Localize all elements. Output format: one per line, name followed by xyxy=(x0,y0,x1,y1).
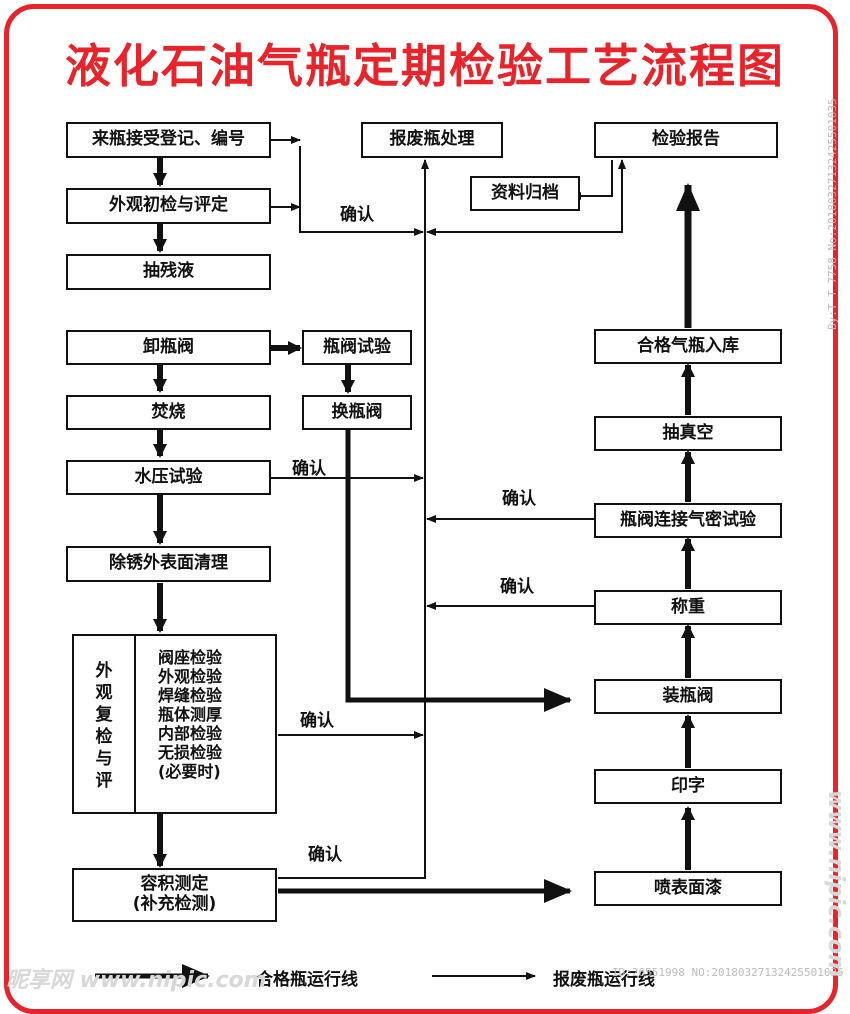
recheck-item: 内部检验 xyxy=(158,724,223,743)
box-storage: 合格气瓶入库 xyxy=(594,329,782,364)
box-paint: 喷表面漆 xyxy=(594,871,782,906)
confirm-line-top xyxy=(299,146,424,236)
box-report: 检验报告 xyxy=(594,122,778,158)
recheck-item: (必要时) xyxy=(158,762,221,781)
recheck-item: 无损检验 xyxy=(158,743,223,762)
page-title: 液化石油气瓶定期检验工艺流程图 xyxy=(65,39,785,93)
arrow-replace-to-install xyxy=(345,430,572,712)
recheck-title: 外观复检与评 xyxy=(95,661,113,791)
site-side-watermark: www.nipic.com xyxy=(823,790,848,977)
confirm-label: 确认 xyxy=(292,459,326,479)
recheck-items: 阀座检验 外观检验 焊缝检验 瓶体测厚 内部检验 无损检验 (必要时) xyxy=(158,648,222,781)
arrow-to-report-thin xyxy=(600,159,626,233)
box-valve-test: 瓶阀试验 xyxy=(302,330,412,365)
scrap-trunk xyxy=(278,159,429,879)
box-visual-recheck xyxy=(72,634,277,814)
recheck-item: 外观检验 xyxy=(158,667,223,686)
box-vacuum: 抽真空 xyxy=(594,416,782,451)
confirm-label: 确认 xyxy=(500,577,534,597)
confirm-label: 确认 xyxy=(502,489,536,509)
volume-line1: 容积测定 xyxy=(140,874,209,895)
recheck-divider xyxy=(134,636,136,812)
box-burn: 焚烧 xyxy=(66,395,271,430)
box-scrap: 报废瓶处理 xyxy=(361,122,503,158)
box-leak-test: 瓶阀连接气密试验 xyxy=(594,503,782,538)
box-valve-replace: 换瓶阀 xyxy=(302,395,412,430)
recheck-item: 阀座检验 xyxy=(158,648,223,667)
legend-qualified: 合格瓶运行线 xyxy=(256,970,358,990)
flow-lines xyxy=(95,136,700,988)
box-remove-valve: 卸瓶阀 xyxy=(66,330,271,365)
box-install-valve: 装瓶阀 xyxy=(594,679,782,714)
box-register: 来瓶接受登记、编号 xyxy=(66,122,271,158)
legend-scrap: 报废瓶运行线 xyxy=(553,970,655,990)
box-volume: 容积测定 (补充检测) xyxy=(72,868,277,922)
box-derust: 除锈外表面清理 xyxy=(66,546,271,582)
box-archive: 资料归档 xyxy=(470,176,580,211)
recheck-item: 瓶体测厚 xyxy=(158,705,223,724)
confirm-label: 确认 xyxy=(340,205,374,225)
bottom-watermark: ID:26551998 NO:20180327132425501035 xyxy=(612,966,844,979)
site-watermark: 昵享网 www.nipic.com xyxy=(6,968,267,993)
confirm-label: 确认 xyxy=(308,845,342,865)
box-stamp: 印字 xyxy=(594,769,782,804)
box-drain: 抽残液 xyxy=(66,254,271,290)
confirm-label: 确认 xyxy=(300,711,334,731)
recheck-item: 焊缝检验 xyxy=(158,686,223,705)
arrow-report-to-archive xyxy=(571,160,613,200)
side-watermark: By:T T 7758 No:20180327132425501035 xyxy=(826,98,839,330)
volume-line2: (补充检测) xyxy=(132,894,217,914)
box-visual-initial: 外观初检与评定 xyxy=(66,188,271,224)
box-weigh: 称重 xyxy=(594,590,782,625)
box-hydro-test: 水压试验 xyxy=(66,460,271,495)
